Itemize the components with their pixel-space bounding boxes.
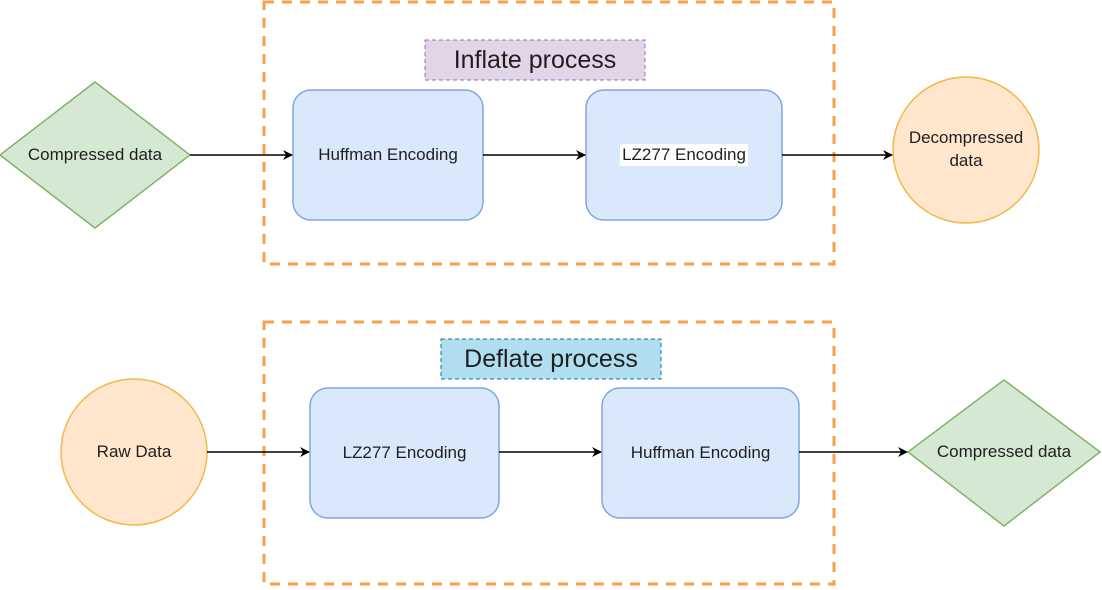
deflate-output-diamond xyxy=(906,379,1102,527)
inflate-group-border xyxy=(262,0,836,266)
deflate-output-label: Compressed data xyxy=(936,441,1072,461)
deflate-step2-label: Huffman Encoding xyxy=(630,442,771,462)
inflate-output-label: Decompressed data xyxy=(893,77,1039,223)
deflate-step1-label: LZ277 Encoding xyxy=(342,442,467,462)
inflate-step2-label: LZ277 Encoding xyxy=(620,143,748,167)
deflate-input-label: Raw Data xyxy=(96,441,172,461)
inflate-output-line1: Decompressed xyxy=(908,128,1024,148)
inflate-title-box xyxy=(424,39,646,81)
deflate-title-box xyxy=(440,338,662,380)
inflate-title: Inflate process xyxy=(453,45,617,74)
inflate-step1-label: Huffman Encoding xyxy=(318,144,458,164)
deflate-step1-box xyxy=(309,387,500,519)
deflate-step2-box xyxy=(601,387,800,519)
deflate-group-border xyxy=(262,320,836,586)
inflate-input-diamond xyxy=(0,81,192,229)
inflate-step2-label-wrap: LZ277 Encoding xyxy=(586,90,782,220)
inflate-output-circle xyxy=(892,76,1040,224)
inflate-input-label: Compressed data xyxy=(27,144,163,164)
inflate-output-line2: data xyxy=(949,151,983,170)
deflate-title: Deflate process xyxy=(464,344,638,373)
